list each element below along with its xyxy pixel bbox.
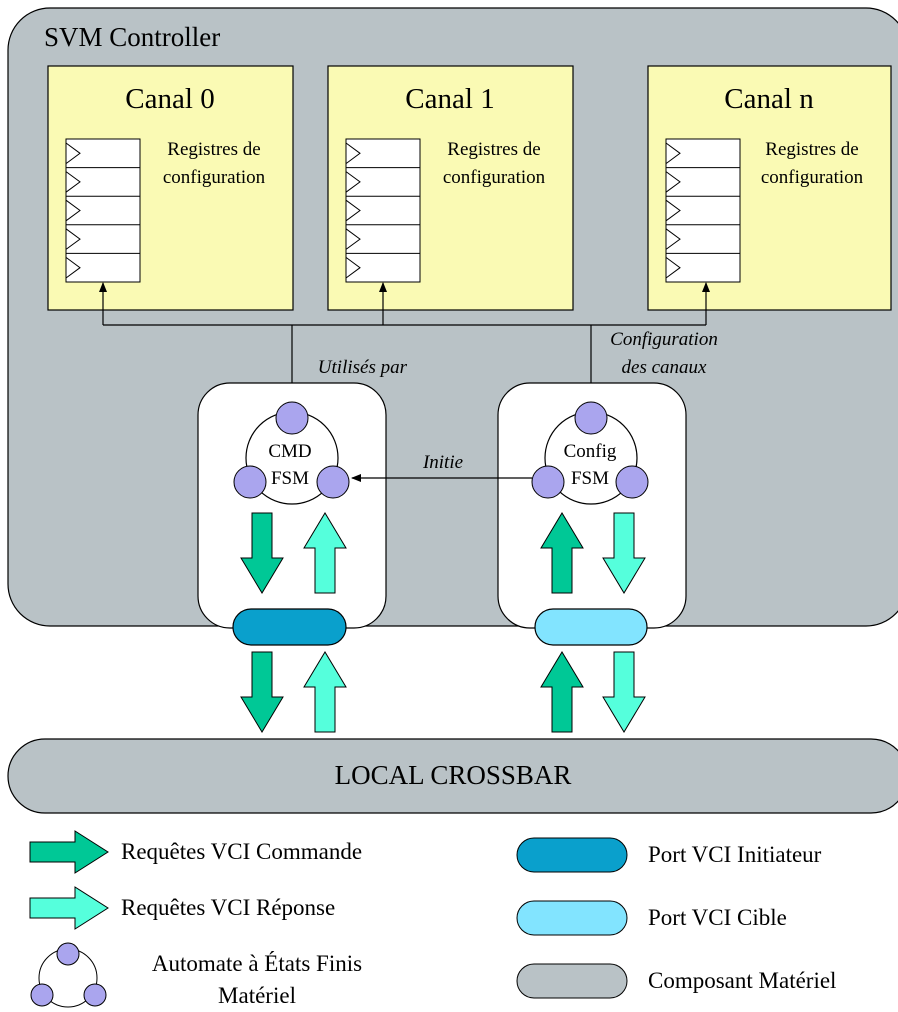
legend-hardware-component: Composant Matériel (648, 968, 836, 993)
channel-1-registers-label-1: Registres de (447, 139, 540, 160)
legend-hardware-component-icon (516, 963, 628, 999)
legend-target-port-icon (516, 900, 628, 936)
initiator-port (232, 608, 347, 646)
legend-fsm-label-1: Automate à États Finis (152, 951, 362, 976)
legend-initiator-port-icon (516, 837, 628, 873)
legend-fsm-label-2: Matériel (218, 983, 296, 1008)
channel-n-registers-label-2: configuration (761, 167, 864, 188)
legend-initiator-port: Port VCI Initiateur (648, 842, 822, 867)
initiator-command-arrow-down (240, 651, 284, 733)
local-crossbar (7, 738, 898, 814)
register-stack (345, 138, 421, 283)
channel-0-title: Canal 0 (125, 83, 214, 115)
target-port (534, 608, 648, 646)
register-stack (665, 138, 741, 283)
channel-0-registers-label-2: configuration (163, 167, 266, 188)
legend-target-port: Port VCI Cible (648, 905, 787, 930)
used-by-label: Utilisés par (318, 357, 408, 378)
legend-response-requests: Requêtes VCI Réponse (121, 895, 335, 920)
legend: Requêtes VCI Commande Requêtes VCI Répon… (29, 830, 836, 1008)
channel-0-registers-label-1: Registres de (167, 139, 260, 160)
channel-n: Canal n Registres de configuration (647, 65, 892, 311)
initiator-response-arrow-up (303, 651, 347, 733)
legend-command-requests: Requêtes VCI Commande (121, 839, 362, 864)
target-command-arrow-up (540, 651, 584, 733)
channel-1: Canal 1 Registres de configuration (327, 65, 574, 311)
target-response-arrow-down (602, 651, 646, 733)
svm-controller-title: SVM Controller (44, 22, 220, 52)
cmd-fsm: CMD FSM (233, 401, 350, 505)
channel-1-registers-label-2: configuration (443, 167, 546, 188)
channel-n-title: Canal n (724, 83, 814, 115)
register-stack (65, 138, 141, 283)
legend-fsm-icon (30, 942, 107, 1008)
channel-config-label-2: des canaux (622, 357, 708, 378)
channel-1-title: Canal 1 (405, 83, 494, 115)
config-fsm-label-2: FSM (571, 468, 609, 489)
cmd-command-arrow-down (240, 512, 284, 594)
legend-command-arrow-icon (29, 830, 109, 874)
cmd-fsm-label-2: FSM (271, 468, 309, 489)
config-response-arrow-down (602, 512, 646, 594)
initiates-label: Initie (422, 452, 463, 473)
channel-config-label-1: Configuration (610, 329, 718, 350)
local-crossbar-label: LOCAL CROSSBAR (335, 760, 572, 790)
config-command-arrow-up (540, 512, 584, 594)
cmd-response-arrow-up (303, 512, 347, 594)
cmd-fsm-label-1: CMD (268, 441, 311, 462)
channel-0: Canal 0 Registres de configuration (47, 65, 294, 311)
channel-n-registers-label-1: Registres de (765, 139, 858, 160)
config-fsm: Config FSM (531, 401, 649, 505)
legend-response-arrow-icon (29, 886, 109, 930)
config-fsm-label-1: Config (564, 441, 617, 462)
